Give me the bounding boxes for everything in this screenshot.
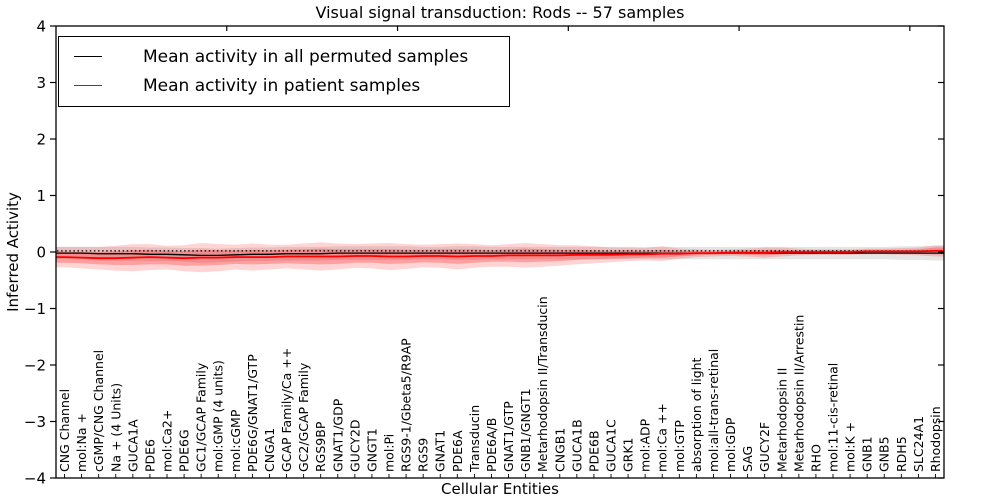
y-tick-label: −1: [24, 300, 46, 318]
x-tick-label: Na + (4 Units): [108, 383, 123, 472]
y-axis-label: Inferred Activity: [4, 192, 22, 312]
chart-title: Visual signal transduction: Rods -- 57 s…: [315, 3, 685, 22]
x-tick-label: mol:Pi: [382, 434, 397, 472]
x-tick-label: PDE6A/B: [484, 418, 499, 472]
y-tick-label: −3: [24, 413, 46, 431]
x-tick-label: GNB1/GNGT1: [518, 388, 533, 472]
x-tick-label: absorption of light: [689, 357, 704, 472]
y-tick-label: −4: [24, 470, 46, 488]
x-tick-label: GUCA1A: [125, 419, 140, 472]
x-tick-label: GCAP Family/Ca ++: [279, 348, 294, 472]
x-tick-label: GC2/GCAP Family: [296, 362, 311, 472]
legend: Mean activity in all permuted samples Me…: [58, 36, 510, 107]
patient-band-outer: [56, 242, 944, 273]
x-tick-label: SAG: [740, 446, 755, 472]
x-tick-label: RGS9-1/Gbeta5/R9AP: [399, 338, 414, 472]
x-tick-label: SLC24A1: [911, 416, 926, 472]
x-tick-label: mol:Ca ++: [655, 403, 670, 472]
x-tick-label: RHO: [808, 444, 823, 472]
permuted-mean-line: [56, 252, 944, 257]
x-tick-label: mol:all-trans-retinal: [706, 349, 721, 472]
x-tick-label: mol:GTP: [672, 420, 687, 472]
x-tick-label: PDE6G: [177, 429, 192, 472]
y-tick-label: 0: [36, 244, 46, 262]
x-tick-label: GC1/GCAP Family: [194, 362, 209, 472]
x-tick-label: PDE6G/GNAT1/GTP: [245, 354, 260, 472]
x-tick-label: CNGA1: [262, 428, 277, 472]
x-tick-label: Metarhodopsin II/Transducin: [535, 296, 550, 472]
x-tick-label: PDE6B: [586, 430, 601, 472]
x-tick-label: RGS9BP: [313, 421, 328, 472]
legend-label-patient: Mean activity in patient samples: [143, 75, 421, 96]
legend-entry-patient: Mean activity in patient samples: [59, 71, 509, 100]
x-tick-label: mol:Na +: [74, 413, 89, 472]
permuted-band: [56, 245, 944, 263]
x-tick-label: RDH5: [894, 436, 909, 472]
y-tick-label: 3: [36, 74, 46, 92]
legend-label-permuted: Mean activity in all permuted samples: [143, 46, 469, 67]
x-tick-label: GNGT1: [364, 428, 379, 472]
x-tick-label: GNAT1: [433, 430, 448, 472]
x-tick-label: mol:cGMP: [228, 409, 243, 472]
x-tick-label: GUCY2F: [757, 422, 772, 472]
x-tick-label: RGS9: [416, 438, 431, 472]
x-tick-label: Metarhodopsin II: [774, 368, 789, 472]
patient-mean-line: [56, 249, 944, 260]
x-tick-label: mol:GDP: [723, 417, 738, 472]
x-tick-label: cGMP/CNG Channel: [91, 350, 106, 472]
x-tick-label: GRK1: [621, 437, 636, 472]
x-tick-label: GNAT1/GDP: [330, 398, 345, 472]
legend-line-patient-icon: [74, 85, 102, 86]
y-tick-label: 4: [36, 18, 46, 36]
x-tick-label: mol:Ca2+: [160, 410, 175, 472]
x-tick-label: mol:ADP: [638, 418, 653, 472]
legend-line-permuted-icon: [74, 56, 102, 57]
x-tick-label: mol:GMP (4 units): [211, 360, 226, 472]
x-tick-label: GUCY2D: [347, 419, 362, 472]
x-axis-label: Cellular Entities: [441, 480, 559, 498]
x-tick-label: CNG Channel: [57, 389, 72, 472]
x-tick-label: mol:K +: [843, 422, 858, 472]
x-tick-label: Metarhodopsin II/Arrestin: [791, 315, 806, 472]
legend-entry-permuted: Mean activity in all permuted samples: [59, 42, 509, 71]
x-tick-label: GNAT1/GTP: [501, 401, 516, 472]
x-tick-label: Rhodopsin: [928, 406, 943, 472]
x-tick-label: PDE6: [142, 439, 157, 472]
x-tick-label: PDE6A: [450, 430, 465, 472]
x-tick-label: Transducin: [467, 405, 482, 473]
x-tick-label: GUCA1B: [569, 419, 584, 472]
y-tick-label: 1: [36, 187, 46, 205]
x-tick-label: GNB1: [860, 436, 875, 472]
x-tick-label: CNGB1: [552, 428, 567, 472]
x-tick-label: GUCA1C: [604, 419, 619, 472]
x-tick-label: mol:11-cis-retinal: [826, 363, 841, 472]
y-tick-label: 2: [36, 131, 46, 149]
y-tick-label: −2: [24, 357, 46, 375]
x-tick-label: GNB5: [877, 436, 892, 472]
